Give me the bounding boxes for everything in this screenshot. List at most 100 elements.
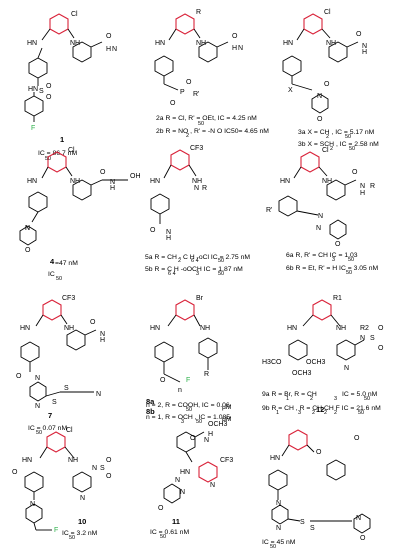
- atom-label: O: [100, 169, 106, 176]
- atom-label: HN: [287, 325, 297, 332]
- atom-label: N: [276, 500, 281, 507]
- activity-caption: μM: [222, 416, 232, 423]
- atom-label: N: [362, 43, 367, 50]
- compound-8: Br HN NH O n F R 8a 8b n = 2, R = COOH, …: [146, 295, 232, 425]
- atom-label: R: [370, 183, 375, 190]
- caption-subscript: 50: [56, 276, 62, 282]
- compound-9: R1 HN NH N O S O R2 N H3CO OCH3 OCH3 9a …: [262, 295, 384, 416]
- atom-label: H: [106, 46, 111, 53]
- atom-label: NH: [336, 325, 346, 332]
- atom-label: NH: [196, 40, 206, 47]
- caption-subscript: 50: [36, 430, 42, 436]
- activity-caption: n = 1, R = OCH , IC = 1.085: [146, 414, 230, 421]
- caption-subscript: 2: [186, 133, 189, 139]
- activity-caption: IC = 86.7 nM: [38, 150, 77, 157]
- compound-4: Cl HN NH O N OH N H N O 4 =47 nM IC 50: [19, 147, 141, 282]
- activity-caption: IC = 45 nM: [262, 539, 296, 546]
- caption-subscript: 6 4: [168, 271, 176, 277]
- atom-label: R: [202, 185, 207, 192]
- compound-number: 10: [78, 517, 86, 526]
- atom-label: P: [180, 89, 185, 96]
- atom-label: N: [317, 93, 322, 100]
- compound-6: Cl HN NH O N R H R' N O N 6a R, R' = CH …: [266, 147, 378, 276]
- compound-12: HN O O N N S S N O 12 IC = 45 nM 50: [262, 405, 371, 550]
- atom-label: O: [25, 247, 31, 254]
- caption-subscript: 50: [346, 270, 352, 276]
- atom-label: H: [360, 190, 365, 197]
- atom-label: N: [25, 225, 30, 232]
- atom-label: CF3: [62, 295, 75, 302]
- caption-subscript: 1: [276, 410, 279, 416]
- caption-subscript: 50: [349, 146, 355, 152]
- atom-label: N: [276, 525, 281, 532]
- atom-label: R': [193, 91, 199, 98]
- atom-label: HN: [150, 178, 160, 185]
- atom-label: NH: [70, 178, 80, 185]
- caption-subscript: 1: [286, 396, 289, 402]
- atom-label: OCH3: [292, 370, 312, 377]
- caption-subscript: 50: [198, 121, 204, 127]
- atom-label: O: [160, 377, 166, 384]
- atom-label: N: [316, 225, 321, 232]
- atom-label: HN: [180, 469, 190, 476]
- activity-caption: 3b X = SCH , IC = 2.58 nM: [298, 141, 379, 148]
- caption-subscript: 2: [312, 410, 315, 416]
- atom-label: O: [150, 227, 156, 234]
- atom-label: O: [106, 473, 112, 480]
- activity-caption: IC = 0.07 nM: [28, 425, 67, 432]
- atom-label: R2: [360, 325, 369, 332]
- atom-label: NH: [192, 178, 202, 185]
- atom-label: O: [12, 469, 18, 476]
- atom-label: O: [360, 535, 366, 542]
- atom-label: H: [110, 185, 115, 192]
- caption-subscript: 2: [330, 146, 333, 152]
- atom-label: N: [204, 437, 209, 444]
- caption-subscript: 50: [218, 258, 224, 264]
- atom-label: HN: [27, 178, 37, 185]
- atom-label: Cl: [322, 147, 329, 154]
- atom-label: N: [344, 365, 349, 372]
- compound-number: 4: [50, 257, 55, 266]
- caption-subscript: 6 4: [191, 258, 199, 264]
- atom-label: OCH3: [208, 421, 228, 428]
- atom-label: O: [186, 79, 192, 86]
- atom-label: CF3: [220, 457, 233, 464]
- activity-caption: =47 nM: [55, 260, 78, 267]
- atom-label: Br: [196, 295, 204, 302]
- atom-label: F: [186, 377, 190, 384]
- atom-label: N: [112, 46, 117, 53]
- atom-label: Cl: [324, 9, 331, 16]
- atom-label: H: [208, 431, 213, 438]
- atom-label: S: [310, 525, 315, 532]
- activity-caption: 9b R = CH , R = CH CH F IC = 21.6 nM: [262, 405, 381, 412]
- atom-label: O: [354, 435, 360, 442]
- activity-caption: 5a R = CH - C H -oCl IC = 2.75 nM: [145, 254, 250, 261]
- atom-label: NH: [200, 325, 210, 332]
- atom-label: O: [170, 100, 176, 107]
- atom-label: O: [316, 449, 322, 456]
- activity-caption: 5b R = C H -oOCH IC = 1.87 nM: [145, 266, 243, 273]
- activity-caption: 3a X = CH , IC = 5.17 nM: [298, 129, 375, 136]
- atom-label: NH: [64, 325, 74, 332]
- atom-label: F: [54, 527, 58, 534]
- atom-label: Cl: [66, 427, 73, 434]
- atom-label: N: [180, 489, 185, 496]
- caption-subscript: 2: [324, 410, 327, 416]
- activity-caption: IC = 5.0 nM: [342, 391, 378, 398]
- atom-label: H: [166, 235, 171, 242]
- caption-subscript: 2: [334, 410, 337, 416]
- compound-10: Cl HN NH O N O S O N N F 10 IC = 3.2 nM …: [12, 427, 112, 541]
- caption-subscript: 50: [270, 544, 276, 550]
- atom-label: O: [46, 94, 52, 101]
- atom-label: HN: [22, 457, 32, 464]
- compound-3: Cl HN NH O N H X O N O 3a X = CH , IC = …: [282, 9, 379, 152]
- atom-label: H: [232, 45, 237, 52]
- caption-subscript: 50: [186, 407, 192, 413]
- caption-subscript: 50: [160, 534, 166, 540]
- compound-number: 7: [48, 411, 52, 420]
- caption-subscript: 3: [196, 271, 199, 277]
- atom-label: O: [378, 345, 384, 352]
- atom-label: S: [100, 465, 105, 472]
- atom-label: S: [370, 335, 375, 342]
